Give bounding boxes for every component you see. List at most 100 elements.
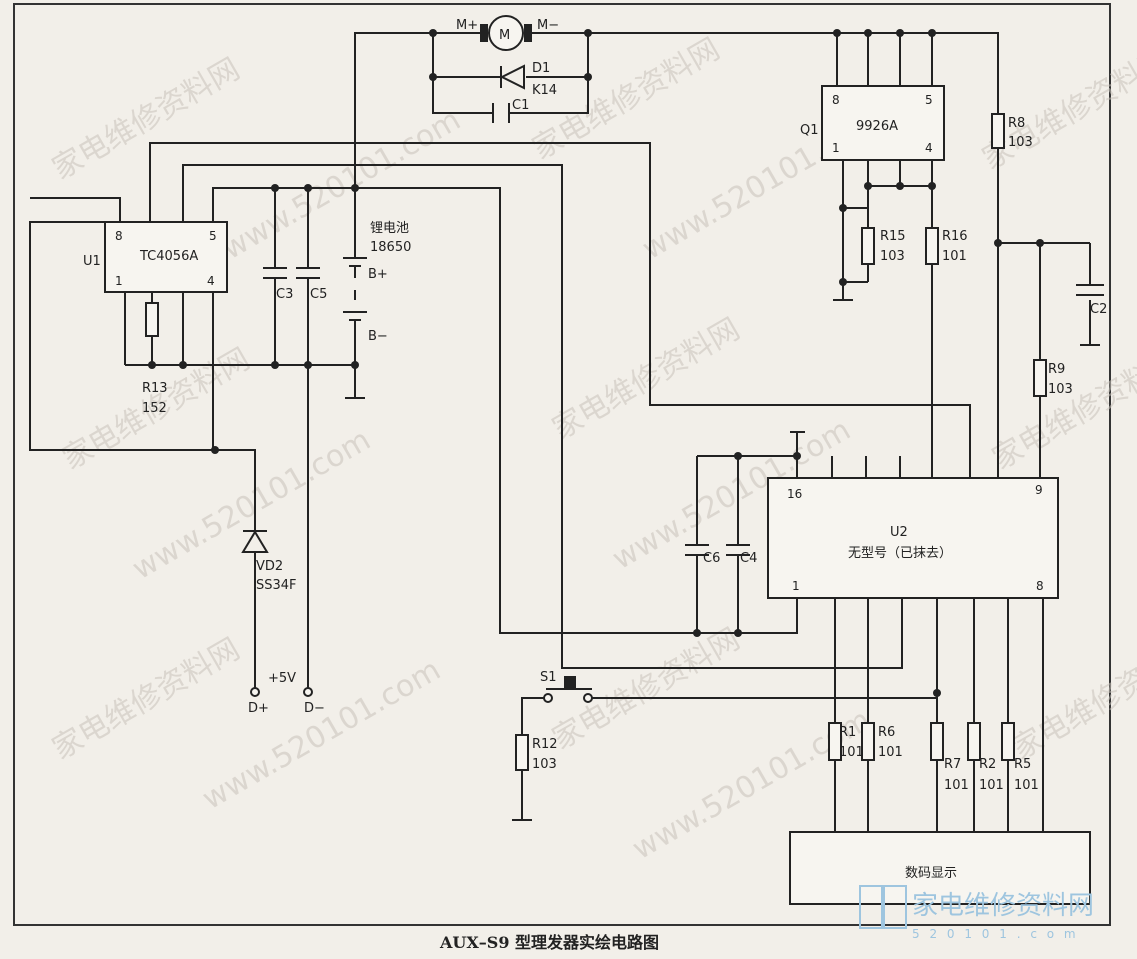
q1-pin4: 4 (925, 141, 933, 155)
vd2-label: VD2 (256, 559, 283, 574)
logo-url: 5 2 0 1 0 1 . c o m (912, 927, 1079, 941)
u1-pin8: 8 (115, 229, 123, 243)
watermark-url: www.520101.com (217, 102, 467, 267)
r6-value: 101 (878, 745, 903, 760)
resistor-r9: R9 103 (1033, 359, 1073, 397)
r12-label: R12 (532, 737, 558, 752)
r1-label: R1 (839, 725, 856, 740)
r8-label: R8 (1008, 116, 1025, 131)
u1-chip: TC4056A (139, 249, 198, 264)
capacitor-c6: C6 (685, 544, 720, 566)
resistor-r13: R13 152 (142, 302, 168, 416)
watermark-url: www.520101.com (127, 422, 377, 587)
page-border (13, 3, 1111, 926)
diode-d1: D1 K14 (499, 61, 557, 98)
watermark-text: 家电维修资料网 (47, 632, 246, 767)
u1-pin5: 5 (209, 229, 217, 243)
resistor-r5: R5 101 (1001, 722, 1039, 793)
u2-label: U2 (890, 525, 908, 540)
motor-plus-label: M+ (456, 18, 478, 33)
battery-label: 锂电池 (370, 221, 409, 236)
junctions (148, 29, 1044, 697)
r8-value: 103 (1008, 135, 1033, 150)
site-logo: 家电维修资料网 5 2 0 1 0 1 . c o m (859, 885, 1094, 941)
u1-label: U1 (83, 254, 101, 269)
r15-value: 103 (880, 249, 905, 264)
d1-label: D1 (532, 61, 550, 76)
watermark-text: 家电维修资料网 (977, 42, 1137, 177)
d1-type: K14 (532, 83, 557, 98)
c3-label: C3 (276, 287, 293, 302)
r5-value: 101 (1014, 778, 1039, 793)
resistor-r15: R15 103 (861, 227, 906, 265)
book-icon (859, 885, 883, 929)
s1-label: S1 (540, 670, 557, 685)
r9-value: 103 (1048, 382, 1073, 397)
c6-label: C6 (703, 551, 720, 566)
battery-18650: 锂电池 18650 B+ B− (343, 221, 411, 344)
usb-terminals: +5V D+ D− (248, 671, 325, 716)
r9-label: R9 (1048, 362, 1065, 377)
q1-chip: 9926A (856, 119, 898, 134)
capacitor-c5: C5 (296, 267, 327, 302)
ic-u2: U2 无型号（已抹去） 16 9 1 8 (767, 477, 1059, 599)
vd2-type: SS34F (256, 578, 297, 593)
u1-pin4: 4 (207, 274, 215, 288)
r2-value: 101 (979, 778, 1004, 793)
r16-value: 101 (942, 249, 967, 264)
u2-desc: 无型号（已抹去） (848, 546, 952, 561)
r16-label: R16 (942, 229, 968, 244)
capacitor-c2: C2 (1076, 284, 1107, 317)
q1-pin1: 1 (832, 141, 840, 155)
watermark-text: 家电维修资料网 (527, 32, 726, 167)
r13-value: 152 (142, 401, 167, 416)
diagram-caption: AUX–S9 型理发器实绘电路图 (439, 933, 659, 952)
ic-u1: U1 TC4056A 8 5 1 4 (83, 221, 228, 293)
watermark-text: 家电维修资料网 (47, 52, 246, 187)
c1-label: C1 (512, 98, 529, 113)
motor-m: M M+ M− (456, 15, 559, 51)
u2-pin16: 16 (787, 487, 802, 501)
usb-dminus-label: D− (304, 701, 325, 716)
battery-type: 18650 (370, 240, 411, 255)
motor-label: M (499, 28, 510, 43)
watermark-text: 家电维修资料网 (547, 312, 746, 447)
resistor-r16: R16 101 (925, 227, 968, 265)
r13-label: R13 (142, 381, 168, 396)
r7-label: R7 (944, 757, 961, 772)
q1-pin8: 8 (832, 93, 840, 107)
c5-label: C5 (310, 287, 327, 302)
capacitor-c4: C4 (726, 544, 757, 566)
resistor-r2: R2 101 (967, 722, 1004, 793)
watermark-text: 家电维修资料网 (1007, 632, 1137, 767)
u2-pin9: 9 (1035, 483, 1043, 497)
u1-pin1: 1 (115, 274, 123, 288)
logo-text: 家电维修资料网 (912, 891, 1094, 921)
usb-dplus-label: D+ (248, 701, 269, 716)
switch-s1: S1 (540, 670, 593, 703)
resistor-r6: R6 101 (861, 722, 903, 761)
u2-pin8: 8 (1036, 579, 1044, 593)
r7-value: 101 (944, 778, 969, 793)
q1-pin5: 5 (925, 93, 933, 107)
resistor-r12: R12 103 (515, 734, 558, 772)
c4-label: C4 (740, 551, 757, 566)
capacitor-c3: C3 (263, 267, 293, 302)
q1-label: Q1 (800, 123, 819, 138)
mosfet-q1: Q1 9926A 8 5 1 4 (800, 85, 945, 161)
diode-vd2: VD2 SS34F (241, 530, 297, 593)
r15-label: R15 (880, 229, 906, 244)
battery-plus: B+ (368, 267, 388, 282)
capacitor-c1: C1 (492, 98, 529, 123)
digital-display: 数码显示 (789, 831, 1091, 905)
usb-5v-label: +5V (268, 671, 296, 686)
resistor-r8: R8 103 (991, 113, 1033, 150)
resistor-r1: R1 101 (828, 722, 864, 761)
motor-minus-label: M− (537, 18, 559, 33)
resistor-r7: R7 101 (930, 722, 969, 793)
battery-minus: B− (368, 329, 388, 344)
r12-value: 103 (532, 757, 557, 772)
r6-label: R6 (878, 725, 895, 740)
c2-label: C2 (1090, 302, 1107, 317)
